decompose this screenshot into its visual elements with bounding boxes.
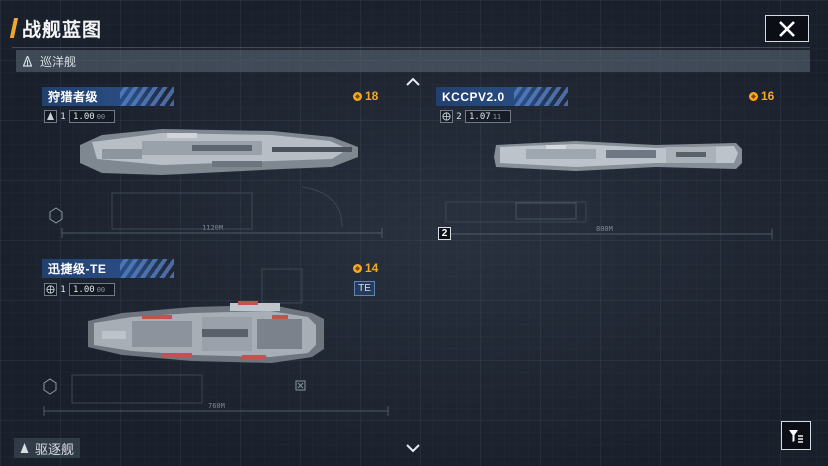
tag-stripes	[120, 87, 174, 106]
coin-icon	[353, 91, 362, 101]
ship-length-label: 760M	[208, 402, 225, 410]
ship-rating: 1.00 00	[69, 283, 115, 296]
page-title: 战舰蓝图	[22, 19, 103, 41]
globe-icon	[440, 110, 453, 123]
tag-stripes	[514, 87, 568, 106]
ship-cost-value: 18	[365, 89, 379, 103]
scroll-up-button[interactable]	[406, 74, 420, 89]
ship-rating-value: 1.00	[73, 111, 95, 122]
ship-rating-value: 1.07	[469, 111, 491, 122]
ship-card-kccpv[interactable]: KCCPV2.0 16 2 1.07 11 800M 2	[436, 87, 786, 247]
ship-card-hunter[interactable]: 狩猎者级 18 1 1.00 00 1120M	[42, 87, 392, 247]
ship-cost-value: 16	[761, 89, 775, 103]
ship-rating-value: 1.00	[73, 284, 95, 295]
ship-card-swift[interactable]: 迅捷级-TE 14 TE 1 1.00 00 760M	[42, 259, 392, 419]
ship-blueprint-hunter: 1120M	[49, 129, 383, 238]
tier-badge: 2	[438, 227, 451, 240]
ship-cost: 18	[352, 89, 378, 103]
header: 战舰蓝图	[9, 12, 103, 44]
ship-blueprint-swift: 760M	[43, 268, 389, 416]
filter-icon	[789, 429, 803, 443]
title-accent	[9, 18, 19, 38]
globe-icon	[44, 283, 57, 296]
section-label: 巡洋舰	[40, 54, 77, 69]
ship-rating: 1.00 00	[69, 110, 115, 123]
header-divider	[12, 47, 810, 48]
te-badge: TE	[354, 281, 375, 296]
ship-level: 2	[456, 111, 462, 122]
filter-button[interactable]	[781, 421, 811, 450]
chevron-down-icon	[406, 444, 420, 453]
ship-cost: 14	[352, 261, 378, 275]
section-label: 驱逐舰	[35, 441, 75, 457]
ship-length-label: 800M	[596, 225, 613, 233]
ship-rating-suffix: 00	[96, 285, 106, 294]
ship-rating-suffix: 00	[96, 112, 106, 121]
ship-level: 1	[60, 111, 66, 122]
tag-stripes	[120, 259, 174, 278]
close-icon	[779, 20, 795, 37]
ship-name: 狩猎者级	[48, 90, 99, 104]
ship-stats: 1 1.00 00	[44, 283, 115, 296]
coin-icon	[749, 91, 758, 101]
chevron-up-icon	[406, 77, 420, 86]
ship-length-label: 1120M	[202, 224, 223, 232]
ship-class-icon	[20, 442, 29, 453]
ship-name: 迅捷级-TE	[48, 262, 107, 276]
section-header-cruiser[interactable]: 巡洋舰	[16, 50, 810, 72]
ship-rating-suffix: 11	[492, 112, 502, 121]
ship-name-tag: 迅捷级-TE	[42, 259, 174, 278]
ship-rating: 1.07 11	[465, 110, 511, 123]
ship-cost: 16	[748, 89, 774, 103]
ship-name: KCCPV2.0	[442, 89, 505, 104]
ship-level: 1	[60, 284, 66, 295]
ship-name-tag: KCCPV2.0	[436, 87, 568, 106]
ship-name-tag: 狩猎者级	[42, 87, 174, 106]
section-header-destroyer[interactable]: 驱逐舰	[14, 438, 81, 458]
ship-class-icon	[23, 55, 32, 67]
weapon-icon	[44, 110, 57, 123]
scroll-down-button[interactable]	[406, 441, 420, 456]
close-button[interactable]	[765, 15, 809, 42]
ship-stats: 1 1.00 00	[44, 110, 115, 123]
ship-stats: 2 1.07 11	[440, 110, 511, 123]
ship-blueprint-kccpv: 800M	[445, 141, 773, 239]
ship-cost-value: 14	[365, 261, 379, 275]
coin-icon	[353, 263, 362, 273]
